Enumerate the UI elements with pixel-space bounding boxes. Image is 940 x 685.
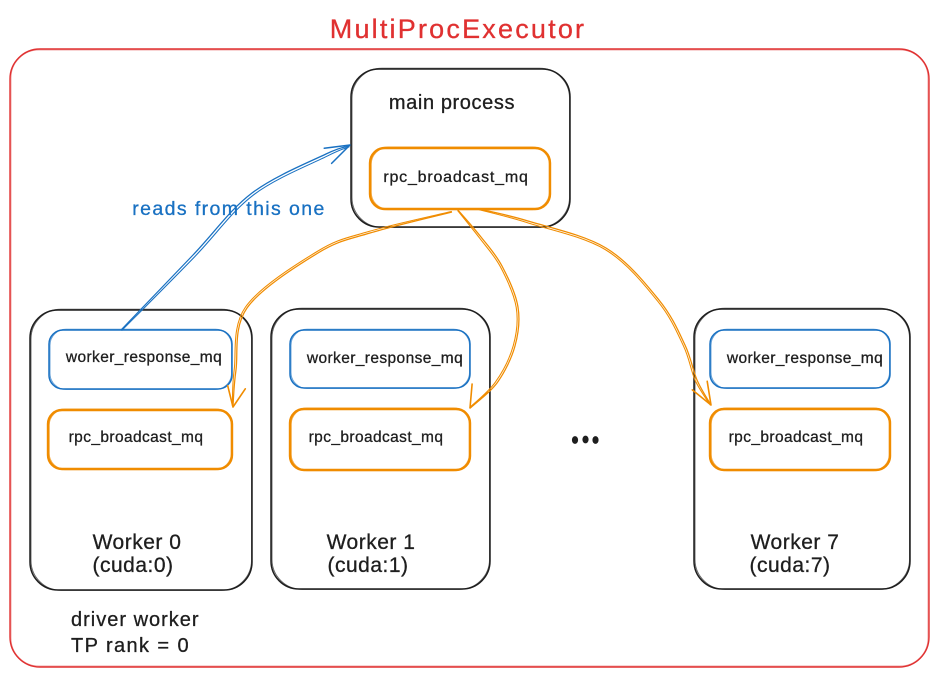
svg-text:(cuda:0): (cuda:0) — [92, 554, 173, 577]
svg-text:rpc_broadcast_mq: rpc_broadcast_mq — [383, 169, 528, 186]
svg-text:worker_response_mq: worker_response_mq — [306, 350, 463, 367]
svg-text:worker_response_mq: worker_response_mq — [726, 350, 883, 367]
svg-text:rpc_broadcast_mq: rpc_broadcast_mq — [309, 429, 444, 446]
svg-text:(cuda:7): (cuda:7) — [749, 554, 830, 577]
svg-text:rpc_broadcast_mq: rpc_broadcast_mq — [729, 429, 864, 446]
svg-text:(cuda:1): (cuda:1) — [327, 554, 408, 577]
svg-text:Worker 7: Worker 7 — [751, 531, 840, 554]
svg-text:main process: main process — [389, 92, 515, 114]
svg-text:driver worker: driver worker — [71, 609, 200, 631]
svg-text:rpc_broadcast_mq: rpc_broadcast_mq — [69, 429, 204, 446]
svg-text:reads from this one: reads from this one — [132, 198, 326, 220]
svg-text:TP rank = 0: TP rank = 0 — [71, 635, 190, 657]
svg-text:worker_response_mq: worker_response_mq — [65, 349, 222, 366]
svg-text:Worker 0: Worker 0 — [93, 531, 182, 554]
svg-text:MultiProcExecutor: MultiProcExecutor — [330, 14, 586, 44]
svg-text:Worker 1: Worker 1 — [327, 531, 416, 554]
